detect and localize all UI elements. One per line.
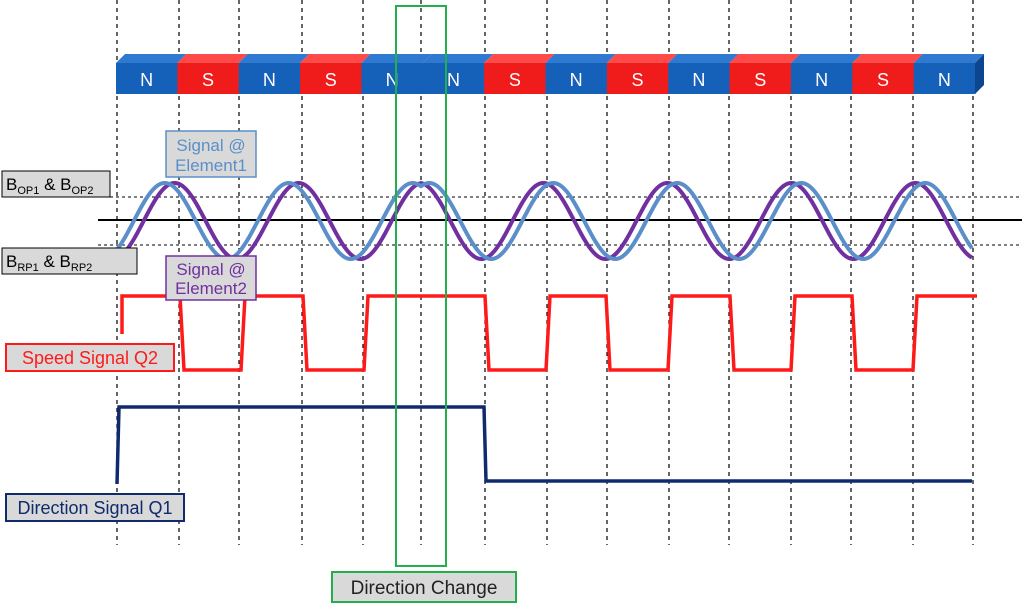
magnet-front-face: [545, 63, 608, 94]
magnet-front-face: [606, 63, 669, 94]
magnet-pole-south: S: [606, 54, 678, 94]
magnet-top-face: [177, 54, 248, 63]
element2-signal-wave: [116, 181, 973, 261]
magnet-pole-letter: N: [447, 70, 460, 90]
magnet-pole-letter: N: [570, 70, 583, 90]
magnet-top-face: [484, 54, 555, 63]
magnet-top-face: [300, 54, 371, 63]
magnet-top-face: [116, 54, 187, 63]
magnet-top-face: [422, 54, 494, 63]
element1-signal-label: Signal @ Element1: [165, 130, 257, 178]
magnet-front-face: [852, 63, 915, 94]
element1-label-box: [165, 130, 257, 178]
direction-change-label-text: Direction Change: [351, 578, 498, 599]
magnet-top-face: [606, 54, 678, 63]
element2-signal-label: Signal @ Element2: [165, 255, 257, 301]
direction-change-highlight: [395, 5, 447, 567]
magnet-front-face: [238, 63, 301, 94]
magnet-top-face: [238, 54, 310, 63]
magnet-pole-letter: S: [877, 70, 889, 90]
magnet-front-face: [729, 63, 792, 94]
magnet-pole-letter: N: [140, 70, 153, 90]
magnet-pole-north: N: [116, 54, 187, 94]
direction-change-label: Direction Change: [331, 571, 517, 603]
magnet-top-face: [729, 54, 800, 63]
speed-label-text: Speed Signal Q2: [22, 348, 158, 368]
magnet-front-face: [668, 63, 731, 94]
magnet-top-face: [852, 54, 923, 63]
magnet-pole-letter: N: [692, 70, 705, 90]
magnet-front-face: [913, 63, 976, 94]
element2-label-line2: Element2: [175, 279, 247, 298]
direction-label-box: [5, 493, 185, 522]
magnet-pole-letter: N: [815, 70, 828, 90]
magnet-front-face: [790, 63, 853, 94]
magnet-top-face: [913, 54, 984, 63]
direction-signal-waveform: [115, 405, 972, 485]
operate-threshold-label: BOP1 & BOP2: [1, 170, 111, 198]
magnet-pole-south: S: [852, 54, 923, 94]
magnet-pole-south: S: [300, 54, 371, 94]
magnet-pole-letter: S: [754, 70, 766, 90]
magnet-top-face: [545, 54, 616, 63]
magnet-pole-north: N: [790, 54, 862, 94]
magnet-pole-north: N: [913, 54, 984, 94]
magnet-pole-south: S: [484, 54, 555, 94]
element1-label-line1: Signal @: [176, 136, 245, 155]
release-threshold-label: BRP1 & BRP2: [1, 247, 138, 275]
magnet-pole-letter: S: [632, 70, 644, 90]
magnet-pole-letter: N: [263, 70, 276, 90]
speed-label-box: [5, 343, 175, 372]
magnet-pole-south: S: [729, 54, 800, 94]
magnet-pole-letter: S: [202, 70, 214, 90]
magnet-strip-end-face: [975, 54, 984, 94]
direction-label-text: Direction Signal Q1: [17, 498, 172, 518]
speed-signal-label: Speed Signal Q2: [5, 343, 175, 372]
magnet-pole-letter: S: [509, 70, 521, 90]
magnet-top-face: [790, 54, 862, 63]
element1-label-line2: Element1: [175, 156, 247, 175]
magnet-pole-north: N: [545, 54, 616, 94]
magnet-front-face: [422, 63, 485, 94]
magnet-pole-south: S: [177, 54, 248, 94]
operate-threshold-label-box: [1, 170, 111, 198]
magnet-front-face: [116, 63, 178, 94]
magnet-pole-north: N: [361, 54, 432, 94]
magnet-pole-north: N: [422, 54, 494, 94]
magnet-front-face: [300, 63, 362, 94]
element2-label-line1: Signal @: [176, 260, 245, 279]
magnet-pole-north: N: [238, 54, 310, 94]
magnet-pole-letter: N: [938, 70, 951, 90]
direction-signal-label: Direction Signal Q1: [5, 493, 185, 522]
magnet-front-face: [484, 63, 546, 94]
magnet-top-face: [668, 54, 739, 63]
element1-signal-wave: [115, 181, 974, 261]
element2-label-box: [165, 255, 257, 301]
release-threshold-label-text: BRP1 & BRP2: [6, 252, 92, 274]
operate-threshold-label-text: BOP1 & BOP2: [6, 175, 94, 197]
magnet-pole-north: N: [668, 54, 739, 94]
magnet-front-face: [361, 63, 424, 94]
magnet-front-face: [177, 63, 240, 94]
magnet-pole-letter: S: [325, 70, 337, 90]
release-threshold-label-box: [1, 247, 138, 275]
direction-change-label-box: [331, 571, 517, 603]
speed-signal-waveform: [120, 294, 977, 372]
